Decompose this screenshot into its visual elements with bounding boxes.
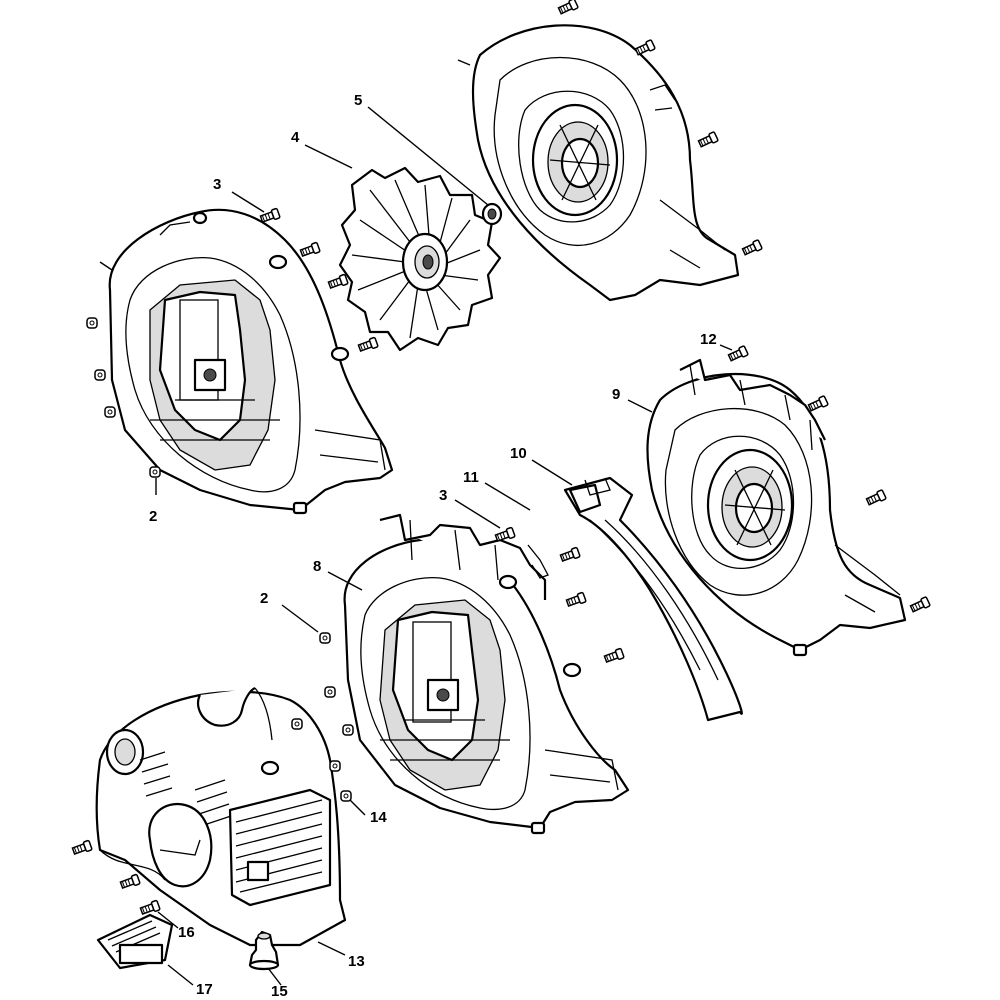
callout-11: 11: [463, 469, 479, 486]
fan-housing-right: [646, 358, 907, 657]
grille-insert: [96, 913, 174, 970]
callout-3-upper: 3: [213, 176, 221, 193]
callout-14: 14: [370, 809, 387, 826]
callout-9: 9: [612, 386, 620, 403]
leader-lines: [155, 106, 733, 986]
shroud-cover: [95, 686, 347, 947]
callout-15: 15: [271, 983, 288, 1000]
callout-10: 10: [510, 445, 527, 462]
fan-housing-lower: [343, 513, 630, 835]
callout-labels: 2 3 4 5 8 9 10 11 12 2 3 14 13 16 15 17: [149, 92, 717, 1000]
fan-housing-upper: [99, 208, 394, 515]
callout-5: 5: [354, 92, 362, 109]
callout-2-lower: 2: [260, 590, 268, 607]
rear-fan-housing: [457, 24, 740, 302]
fan-nut: [481, 202, 503, 226]
rubber-foot: [248, 930, 280, 971]
callout-3-lower: 3: [439, 487, 447, 504]
callout-17: 17: [196, 981, 213, 998]
callout-12: 12: [700, 331, 717, 348]
callout-8: 8: [313, 558, 321, 575]
callout-16: 16: [178, 924, 195, 941]
fan-impeller: [338, 166, 502, 352]
callout-13: 13: [348, 953, 365, 970]
clip-11: [527, 544, 549, 579]
callout-2-upper: 2: [149, 508, 157, 525]
callout-4: 4: [291, 129, 300, 146]
air-duct: [563, 476, 743, 722]
